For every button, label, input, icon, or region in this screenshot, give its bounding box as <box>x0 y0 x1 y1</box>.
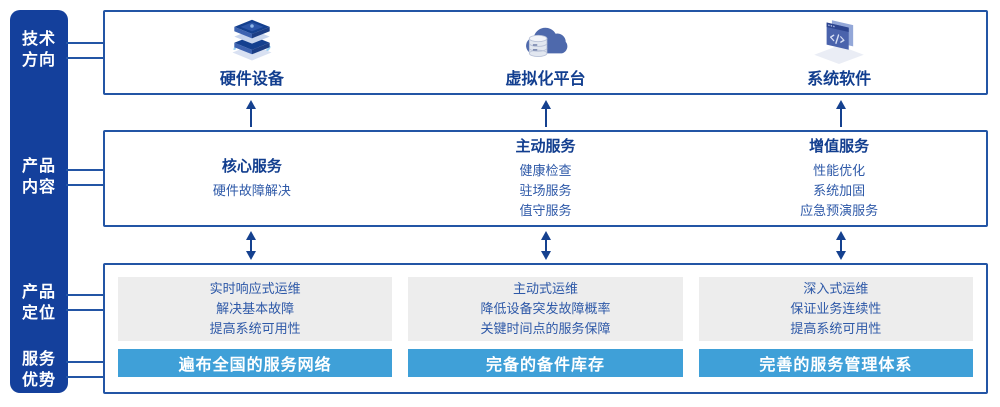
content-col-value-added-service: 增值服务 性能优化 系统加固 应急预演服务 <box>692 132 986 225</box>
positioning-point: 深入式运维 <box>803 281 869 296</box>
positioning-points-panel: 深入式运维 保证业务连续性 提高系统可用性 <box>698 277 973 341</box>
tech-label: 虚拟化平台 <box>505 71 586 88</box>
positioning-point: 提高系统可用性 <box>209 321 301 336</box>
positioning-point: 提高系统可用性 <box>790 321 882 336</box>
connector-line <box>66 169 105 171</box>
sidebar-label-tech-direction: 技术 方向 <box>21 31 56 69</box>
up-arrow-icon <box>398 98 693 128</box>
connector-line <box>66 57 105 59</box>
positioning-point: 降低设备突发故障概率 <box>480 301 611 316</box>
double-arrow-row <box>103 230 988 261</box>
advantage-bar: 遍布全国的服务网络 <box>118 349 393 377</box>
service-title: 增值服务 <box>809 137 870 155</box>
service-title: 主动服务 <box>515 137 576 155</box>
connector-line <box>66 361 105 363</box>
advantage-bar: 完备的备件库存 <box>408 349 683 377</box>
category-sidebar: 技术 方向 产品 内容 产品 定位 服务 优势 <box>10 10 68 393</box>
product-content-panel: 核心服务 硬件故障解决 主动服务 健康检查 驻场服务 值守服务 增值服务 性能优… <box>103 130 988 227</box>
service-item: 系统加固 <box>813 182 866 198</box>
positioning-point: 保证业务连续性 <box>790 301 882 316</box>
tech-col-virtualization: 虚拟化平台 <box>399 12 693 93</box>
up-arrow-icon <box>693 98 988 128</box>
positioning-point: 关键时间点的服务保障 <box>480 321 611 336</box>
up-arrow-icon <box>103 98 398 128</box>
service-item: 硬件故障解决 <box>212 182 291 198</box>
double-arrow-icon <box>103 230 398 261</box>
connector-line <box>66 184 105 186</box>
service-item: 值守服务 <box>519 202 572 218</box>
connector-line <box>66 294 105 296</box>
service-item: 健康检查 <box>519 162 572 178</box>
tech-col-system-software: 系统软件 <box>692 12 986 93</box>
sidebar-label-product-content: 产品 内容 <box>21 158 56 196</box>
double-arrow-icon <box>693 230 988 261</box>
position-col-indepth: 深入式运维 保证业务连续性 提高系统可用性 完善的服务管理体系 <box>698 277 973 377</box>
content-col-core-service: 核心服务 硬件故障解决 <box>105 132 399 225</box>
tech-label: 系统软件 <box>807 71 872 88</box>
positioning-point: 主动式运维 <box>512 281 578 296</box>
sidebar-label-product-positioning: 产品 定位 <box>21 284 56 322</box>
connector-line <box>66 42 105 44</box>
up-arrow-row <box>103 98 988 128</box>
sidebar-label-service-advantage: 服务 优势 <box>21 351 56 389</box>
service-item: 应急预演服务 <box>800 202 879 218</box>
position-col-realtime: 实时响应式运维 解决基本故障 提高系统可用性 遍布全国的服务网络 <box>118 277 393 377</box>
service-item: 性能优化 <box>813 162 866 178</box>
content-col-active-service: 主动服务 健康检查 驻场服务 值守服务 <box>399 132 693 225</box>
service-item: 驻场服务 <box>519 182 572 198</box>
positioning-point: 实时响应式运维 <box>209 281 301 296</box>
code-window-icon <box>810 16 868 64</box>
connector-line <box>66 309 105 311</box>
tech-col-hardware: 硬件设备 <box>105 12 399 93</box>
tech-label: 硬件设备 <box>219 71 284 88</box>
double-arrow-icon <box>398 230 693 261</box>
connector-line <box>66 376 105 378</box>
cloud-database-icon <box>518 16 574 64</box>
server-stack-icon <box>223 16 281 64</box>
position-col-proactive: 主动式运维 降低设备突发故障概率 关键时间点的服务保障 完备的备件库存 <box>408 277 683 377</box>
service-title: 核心服务 <box>221 157 282 175</box>
positioning-point: 解决基本故障 <box>216 301 295 316</box>
product-positioning-panel: 实时响应式运维 解决基本故障 提高系统可用性 遍布全国的服务网络 主动式运维 降… <box>103 263 988 394</box>
positioning-points-panel: 实时响应式运维 解决基本故障 提高系统可用性 <box>118 277 393 341</box>
positioning-points-panel: 主动式运维 降低设备突发故障概率 关键时间点的服务保障 <box>408 277 683 341</box>
advantage-bar: 完善的服务管理体系 <box>698 349 973 377</box>
tech-direction-panel: 硬件设备 虚拟化平台 <box>103 10 988 95</box>
